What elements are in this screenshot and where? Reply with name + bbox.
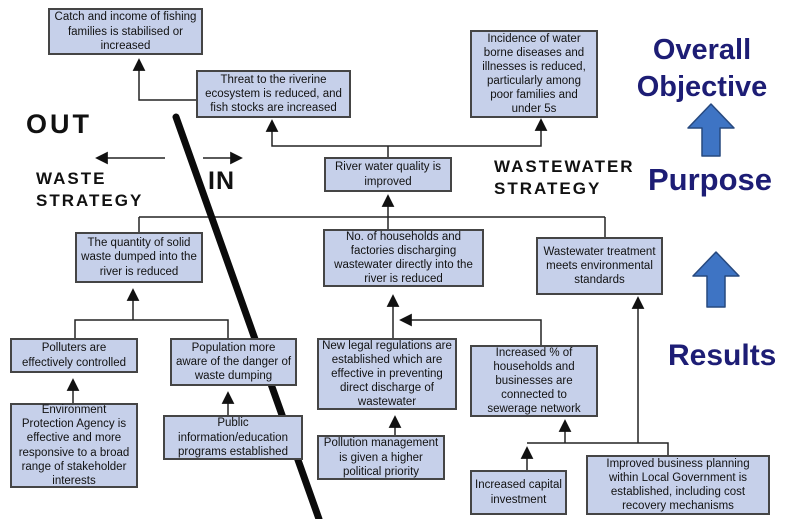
- connector-line: [388, 118, 548, 147]
- node-incidence-disease: Incidence of water borne diseases and il…: [470, 30, 598, 118]
- connector-line: [399, 313, 542, 345]
- connector-line: [527, 442, 669, 455]
- node-pollution-priority: Pollution management is given a higher p…: [317, 435, 445, 480]
- label-overall-objective: Overall Objective: [636, 34, 768, 103]
- node-capital-investment: Increased capital investment: [470, 470, 567, 515]
- node-public-info: Public information/education programs es…: [163, 415, 303, 460]
- node-solid-waste: The quantity of solid waste dumped into …: [75, 232, 203, 283]
- label-wastewater-strategy: WASTEWATER STRATEGY: [494, 157, 635, 198]
- connector-line: [74, 319, 229, 338]
- label-purpose: Purpose: [648, 162, 773, 197]
- node-households-discharge: No. of households and factories discharg…: [323, 229, 484, 287]
- node-catch-income: Catch and income of fishing families is …: [48, 8, 203, 55]
- node-business-planning: Improved business planning within Local …: [586, 455, 770, 515]
- node-epa-effective: Environment Protection Agency is effecti…: [10, 403, 138, 488]
- connector-line: [265, 119, 388, 147]
- up-arrow-icon: [692, 251, 740, 308]
- node-population-aware: Population more aware of the danger of w…: [170, 338, 297, 386]
- label-in: IN: [208, 167, 235, 195]
- up-arrow-icon: [687, 103, 735, 157]
- label-waste-strategy: WASTE STRATEGY: [36, 169, 144, 210]
- node-river-quality: River water quality is improved: [324, 157, 452, 192]
- label-out: OUT: [26, 109, 92, 139]
- node-wastewater-treatment: Wastewater treatment meets environmental…: [536, 237, 663, 295]
- node-polluters-controlled: Polluters are effectively controlled: [10, 338, 138, 373]
- connector-line: [132, 58, 196, 101]
- node-new-legal-regulations: New legal regulations are established wh…: [317, 338, 457, 410]
- node-threat-riverine: Threat to the riverine ecosystem is redu…: [196, 70, 351, 118]
- node-increased-connection: Increased % of households and businesses…: [470, 345, 598, 417]
- label-results: Results: [668, 339, 777, 372]
